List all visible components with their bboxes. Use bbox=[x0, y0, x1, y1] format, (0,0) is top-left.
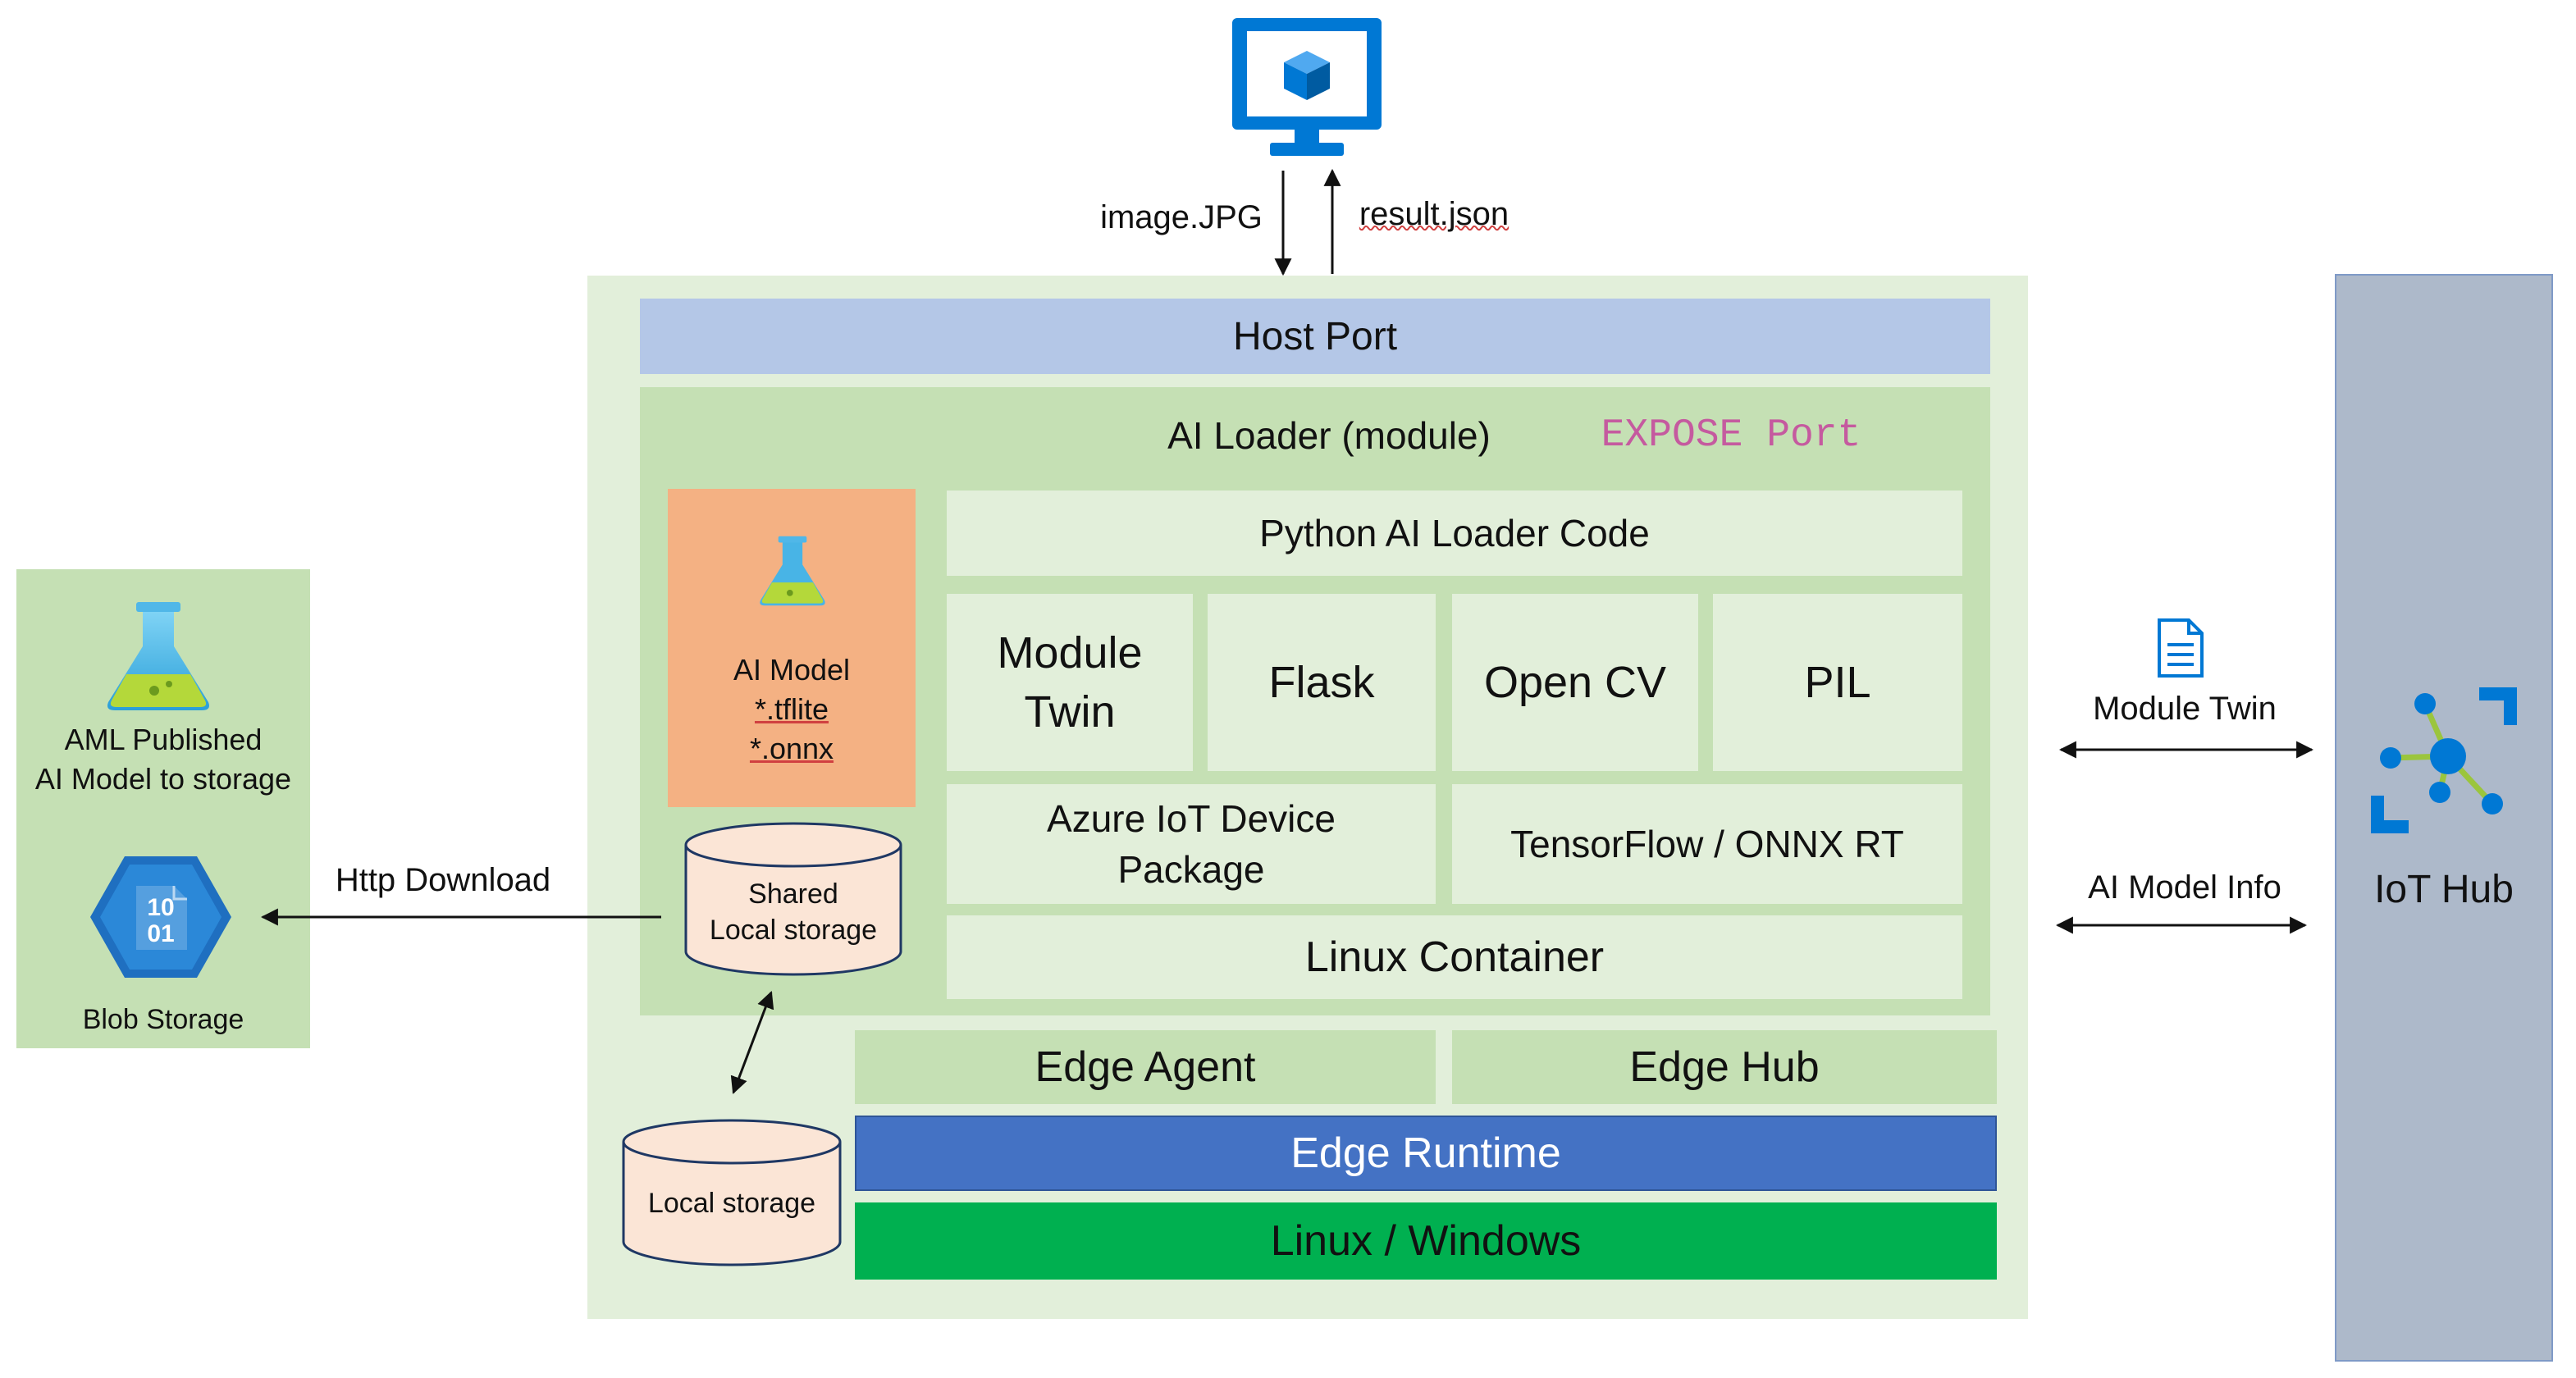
storage-link-arrow bbox=[730, 991, 774, 1094]
result-json-label: result.json bbox=[1359, 195, 1510, 232]
aml-flask-icon bbox=[97, 599, 220, 714]
module-twin-line2: Twin bbox=[1024, 687, 1116, 737]
blob-storage-icon: 10 01 bbox=[89, 853, 233, 981]
iot-hub-label: IoT Hub bbox=[2374, 867, 2514, 911]
opencv-cell: Open CV bbox=[1452, 594, 1698, 771]
linux-container-cell: Linux Container bbox=[947, 915, 1962, 999]
pil-cell: PIL bbox=[1713, 594, 1962, 771]
ai-model-label: AI Model *.tflite *.onnx bbox=[668, 648, 916, 771]
shared-storage-line2: Local storage bbox=[709, 915, 878, 946]
linux-windows-bar: Linux / Windows bbox=[855, 1202, 1997, 1280]
aml-label-line1: AML Published bbox=[64, 723, 263, 756]
blob-bits-2: 01 bbox=[147, 920, 174, 947]
document-icon bbox=[2156, 617, 2205, 679]
monitor-cube-icon bbox=[1229, 15, 1385, 159]
ai-model-label-line2: *.tflite bbox=[754, 692, 829, 726]
shared-storage-line1: Shared bbox=[748, 878, 838, 910]
edge-runtime-bar: Edge Runtime bbox=[855, 1116, 1997, 1191]
flask-cell: Flask bbox=[1208, 594, 1436, 771]
ai-model-flask-icon bbox=[753, 532, 832, 610]
aml-label-line2: AI Model to storage bbox=[34, 762, 292, 796]
azure-iot-device-package: Azure IoT Device Package bbox=[947, 784, 1436, 904]
iot-hub-icon bbox=[2366, 682, 2522, 838]
azure-iot-line2: Package bbox=[1117, 848, 1265, 891]
edge-agent-bar: Edge Agent bbox=[855, 1030, 1436, 1104]
http-download-label: Http Download bbox=[335, 861, 551, 898]
shared-storage-label: Shared Local storage bbox=[683, 873, 904, 951]
aml-label: AML Published AI Model to storage bbox=[16, 719, 310, 801]
python-ai-loader-code: Python AI Loader Code bbox=[947, 491, 1962, 576]
blob-storage-label: Blob Storage bbox=[82, 1003, 244, 1035]
module-twin-line1: Module bbox=[997, 628, 1143, 678]
local-storage-cylinder bbox=[620, 1117, 843, 1268]
host-port-bar: Host Port bbox=[640, 299, 1990, 374]
ai-model-label-line1: AI Model bbox=[733, 653, 851, 687]
module-twin-link-label: Module Twin bbox=[2093, 690, 2277, 727]
tensorflow-onnx-cell: TensorFlow / ONNX RT bbox=[1452, 784, 1962, 904]
ai-model-info-label: AI Model Info bbox=[2088, 869, 2281, 906]
edge-hub-bar: Edge Hub bbox=[1452, 1030, 1997, 1104]
module-twin-cell: Module Twin bbox=[947, 594, 1193, 771]
blob-bits-1: 10 bbox=[147, 894, 174, 921]
shared-storage-cylinder bbox=[683, 820, 904, 978]
ai-loader-title: AI Loader (module) bbox=[1167, 414, 1491, 457]
image-jpg-label: image.JPG bbox=[1100, 198, 1263, 235]
expose-port-label: EXPOSE Port bbox=[1601, 413, 1861, 458]
ai-model-label-line3: *.onnx bbox=[749, 732, 834, 765]
azure-iot-line1: Azure IoT Device bbox=[1047, 797, 1336, 840]
local-storage-label: Local storage bbox=[647, 1187, 816, 1219]
